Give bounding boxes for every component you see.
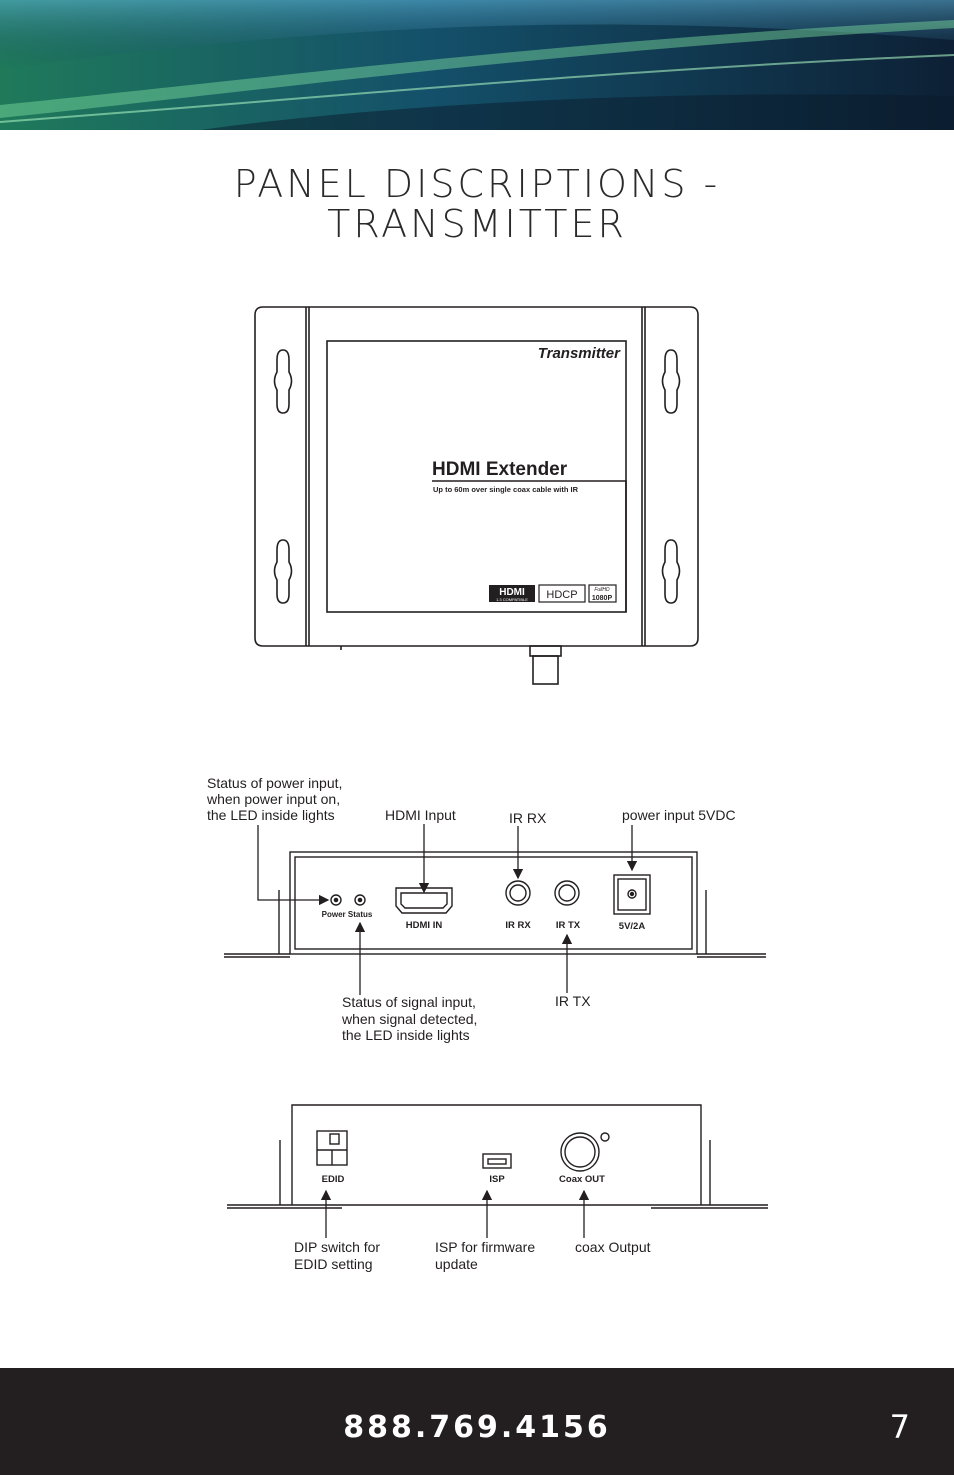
signal-status-callout-l2: when signal detected, [341,1011,477,1027]
phone-number: 888.769.4156 [343,1410,611,1445]
isp-label: ISP [489,1174,505,1185]
mount-slot [661,349,681,414]
isp-callout-l2: update [435,1256,478,1272]
power-status-callout-l3: the LED inside lights [207,807,335,823]
transmitter-top-view: Transmitter HDMI Extender Up to 60m over… [254,306,699,685]
mount-slot [661,539,681,604]
power-label: 5V/2A [619,921,646,932]
power-input-callout: power input 5VDC [622,807,736,823]
coax-out-label: Coax OUT [559,1174,605,1185]
ir-rx-jack [505,880,531,906]
product-name: HDMI Extender [432,459,568,480]
coax-callout: coax Output [575,1239,651,1255]
hdmi-in-port [395,887,453,914]
power-status-callout-l1: Status of power input, [207,775,342,791]
product-tagline: Up to 60m over single coax cable with IR [433,485,579,494]
hdcp-logo: HDCP [538,584,586,603]
fullhd-1080p-logo: FullHD 1080P [588,584,617,603]
signal-status-callout-l3: the LED inside lights [342,1027,470,1043]
hdmi-in-label: HDMI IN [406,920,443,931]
ir-rx-callout: IR RX [509,810,547,826]
page-title-line1: PANEL DISCRIPTIONS - [233,162,721,206]
ir-tx-jack [554,880,580,906]
ir-tx-callout: IR TX [555,993,591,1009]
ir-tx-label: IR TX [556,920,581,931]
transmitter-front-panel: Power Status HDMI IN IR RX IR TX 5V/2A S… [206,775,766,1043]
power-status-callout-l2: when power input on, [206,791,340,807]
page-title: PANEL DISCRIPTIONS - TRANSMITTER [0,164,954,244]
mount-slot [273,539,293,604]
mount-slot [273,349,293,414]
power-led [330,894,342,906]
isp-port [482,1153,512,1169]
isp-callout-l1: ISP for firmware [435,1239,535,1255]
hdmi-input-callout: HDMI Input [385,807,456,823]
footer-bar [0,1368,954,1475]
header-banner [0,0,954,130]
page-title-line2: TRANSMITTER [327,202,627,246]
page-number: 7 [889,1408,910,1446]
svg-text:1.3 COMPATIBLE: 1.3 COMPATIBLE [496,597,528,602]
svg-text:FullHD: FullHD [594,587,610,593]
power-status-callout-line [257,825,330,906]
dip-callout-l2: EDID setting [294,1256,373,1272]
coax-out-connector [560,1132,600,1172]
status-led [354,894,366,906]
edid-label: EDID [322,1174,345,1185]
hdmi-logo: HDMI 1.3 COMPATIBLE [489,585,535,602]
dip-callout-l1: DIP switch for [294,1239,380,1255]
device-label: Transmitter [538,345,621,362]
power-status-label: Power Status [322,910,373,919]
svg-text:HDMI: HDMI [499,587,525,598]
svg-text:1080P: 1080P [592,595,613,602]
signal-status-callout-l1: Status of signal input, [342,994,476,1010]
svg-text:HDCP: HDCP [546,589,577,601]
power-jack [613,874,651,915]
transmitter-rear-panel: EDID ISP Coax OUT DIP switch for EDID se… [227,1104,768,1272]
ir-rx-label: IR RX [505,920,531,931]
